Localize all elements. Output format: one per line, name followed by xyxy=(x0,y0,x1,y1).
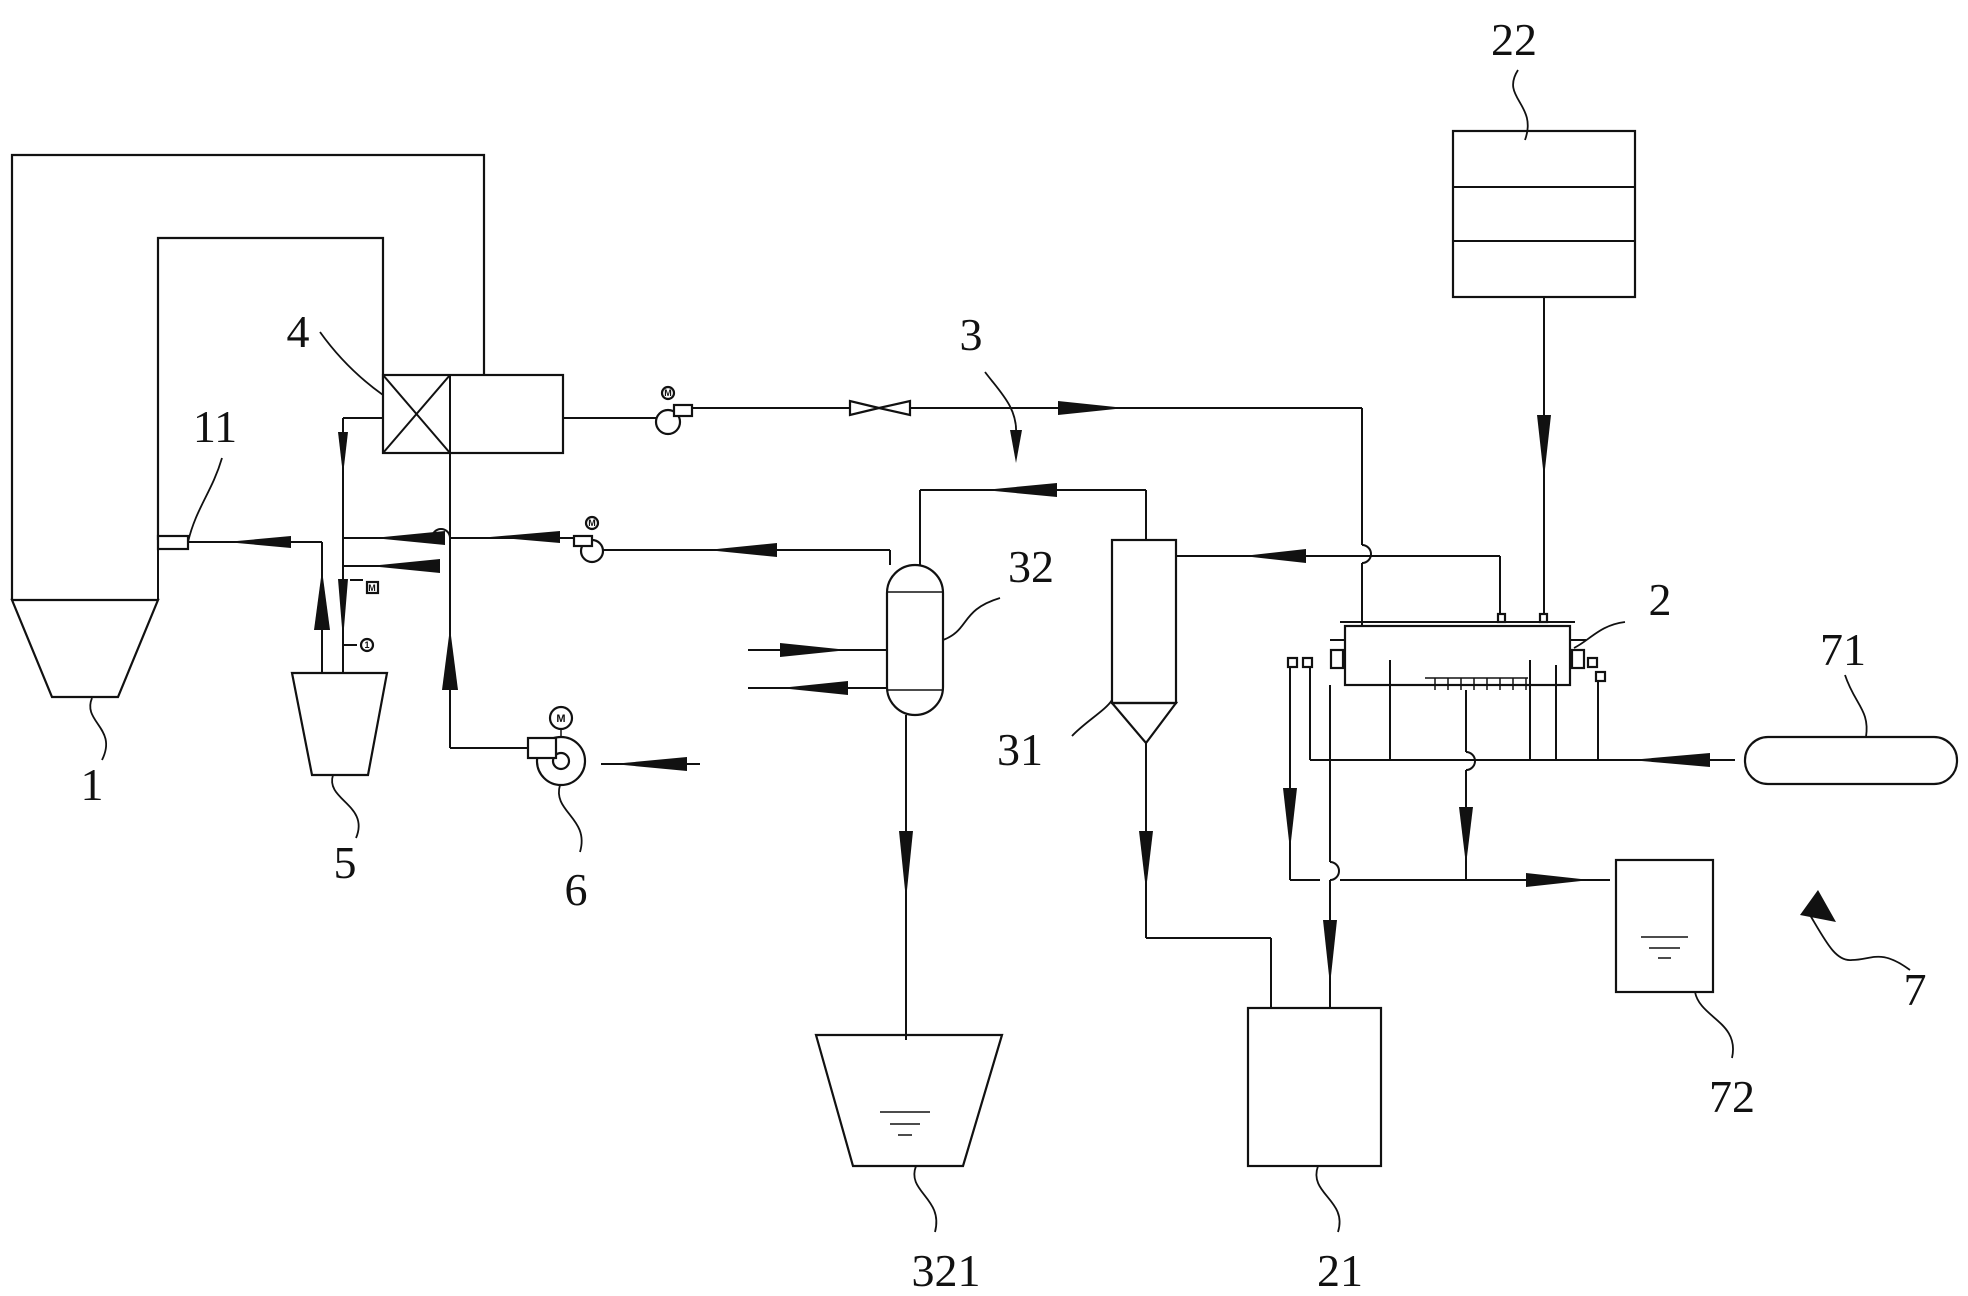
reactor-lines xyxy=(1289,408,1735,1008)
svg-text:M: M xyxy=(556,713,565,725)
heat-exchanger xyxy=(381,373,565,455)
label-22: 22 xyxy=(1491,14,1537,65)
meter-icon: 1 xyxy=(359,637,375,653)
label-321: 321 xyxy=(912,1245,981,1296)
instrument-left-1 xyxy=(1286,656,1299,669)
tank-321 xyxy=(814,1033,1004,1168)
svg-text:M: M xyxy=(664,388,672,398)
label-72: 72 xyxy=(1709,1071,1755,1122)
separator-32 xyxy=(748,489,1147,1040)
label-5: 5 xyxy=(334,837,357,888)
labels: 1 11 4 5 6 3 32 321 31 21 22 2 71 72 7 xyxy=(81,14,1927,1296)
svg-text:M: M xyxy=(588,518,596,528)
nozzle-11 xyxy=(156,534,190,551)
label-21: 21 xyxy=(1317,1245,1363,1296)
fan-6: M xyxy=(526,705,587,787)
label-32: 32 xyxy=(1008,541,1054,592)
valve-icon xyxy=(848,399,912,417)
arrow-3-pointer xyxy=(1010,430,1022,463)
instrument-right-1 xyxy=(1586,656,1599,669)
label-11: 11 xyxy=(193,401,237,452)
tank-22 xyxy=(1451,129,1637,620)
cyclone-31 xyxy=(1109,538,1501,1008)
fan-icon: M xyxy=(654,385,694,436)
label-1: 1 xyxy=(81,759,104,810)
label-4: 4 xyxy=(287,306,310,357)
label-3: 3 xyxy=(960,309,983,360)
fan-icon: M xyxy=(572,515,605,564)
label-71: 71 xyxy=(1820,624,1866,675)
svg-text:1: 1 xyxy=(364,640,369,650)
instrument-left-2 xyxy=(1301,656,1314,669)
instrument-right-2 xyxy=(1594,670,1607,683)
flow-arrows xyxy=(226,401,1710,985)
hopper-5 xyxy=(290,671,389,777)
label-2: 2 xyxy=(1649,574,1672,625)
tank-71 xyxy=(1743,735,1959,786)
pipes-left xyxy=(188,407,1362,765)
reactor-2 xyxy=(1329,612,1586,690)
leader-lines xyxy=(89,69,1911,1233)
motor-icon: M xyxy=(365,580,380,595)
tank-21 xyxy=(1246,1006,1383,1168)
boiler xyxy=(10,153,486,699)
label-31: 31 xyxy=(997,724,1043,775)
tank-72 xyxy=(1614,858,1715,994)
label-6: 6 xyxy=(565,864,588,915)
svg-text:M: M xyxy=(368,583,376,593)
label-7: 7 xyxy=(1904,964,1927,1015)
